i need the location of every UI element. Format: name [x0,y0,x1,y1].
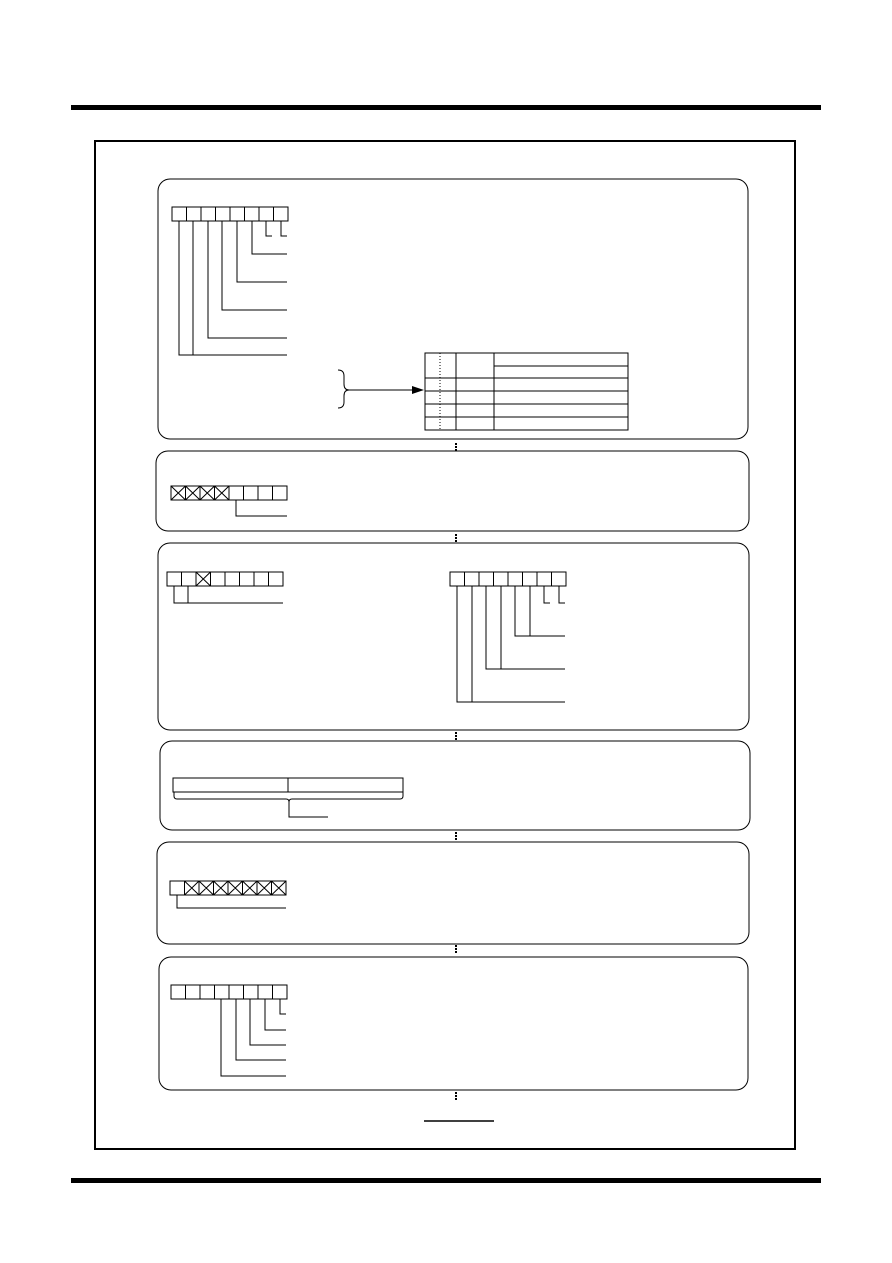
register-bit-1 [536,571,552,587]
continuation-dots-2 [455,534,457,542]
panel-1 [157,178,749,440]
leader-bit4 [221,221,287,311]
reserved-bits-cross-icon [170,485,230,501]
leader-bit1 [265,221,272,237]
register-bit-4 [215,206,231,222]
register-bit-0 [272,485,288,501]
leader-bit2 [249,999,286,1046]
panel-2 [155,450,750,532]
leader-right-bit0 [558,586,565,604]
register-bit-2 [243,485,259,501]
panel-3 [157,542,750,731]
register-bit-1 [253,571,269,587]
leader-bit1 [264,999,286,1031]
panel-3-frame [157,542,750,731]
register-bit-0 [268,571,284,587]
leader-bit3 [236,221,287,283]
footer-rule [71,1178,821,1183]
leader-bit7 [176,895,286,909]
register-bit-0 [272,984,288,1000]
panel-5-register [169,880,287,896]
panel-2-register [170,485,288,501]
arrow-head-icon [412,386,424,394]
register-bit-6 [181,571,197,587]
leader-right-bit5 [485,586,501,670]
reserved-bit-cross-icon [195,571,211,587]
register-bit-6 [186,206,202,222]
header-rule [71,105,821,110]
leader-left-bit7 [173,586,188,604]
register-bit-1 [258,206,274,222]
leader-bit3 [235,999,286,1061]
register-bit-3 [228,485,244,501]
register-bit-7 [166,571,182,587]
leader-bit2 [251,221,287,255]
register-bit-7 [171,206,187,222]
leader-wide-register [288,802,328,818]
panel-3-right-register [449,571,567,587]
register-bit-7 [170,984,186,1000]
register-bit-5 [200,206,216,222]
leader-left-bit6 [187,586,283,604]
panel-1-table [424,352,629,431]
continuation-dots-1 [455,443,457,451]
leader-bit0 [279,999,286,1015]
figure-frame [94,140,796,1150]
continuation-dots-5 [455,945,457,953]
leader-bit0 [280,221,287,237]
register-bit-2 [239,571,255,587]
panel-5-frame [156,841,750,945]
reserved-bits-cross-icon [184,880,287,896]
panel-5 [156,841,750,945]
register-bit-2 [244,206,260,222]
register-bit-1 [257,984,273,1000]
panel-6-register [170,984,288,1000]
register-bit-0 [273,206,289,222]
register-bit-5 [199,984,215,1000]
register-bit-3 [228,984,244,1000]
register-bit-0 [551,571,567,587]
register-bit-3 [229,206,245,222]
leader-bits-low [235,500,287,517]
register-bit-7 [169,880,185,896]
panel-6-frame [158,956,749,1091]
leader-bit4 [220,999,286,1077]
continuation-dots-6 [455,1092,457,1100]
register-bit-1 [257,485,273,501]
register-bit-3 [507,571,523,587]
register-bit-4 [210,571,226,587]
register-bit-3 [224,571,240,587]
register-bit-6 [185,984,201,1000]
leader-bit7 [178,221,193,356]
leader-bit5 [207,221,287,339]
register-bit-2 [522,571,538,587]
panel-4-frame [159,740,751,831]
register-bit-5 [478,571,494,587]
register-bit-7 [449,571,465,587]
register-bit-4 [493,571,509,587]
panel-6 [158,956,749,1091]
panel-4 [159,740,751,831]
panel-2-frame [155,450,750,532]
continuation-dots-4 [455,832,457,840]
leader-right-bit7 [456,586,472,703]
register-bit-6 [464,571,480,587]
panel-3-left-register [166,571,284,587]
register-bit-2 [243,984,259,1000]
leader-right-bit1 [543,586,550,604]
register-bit-4 [214,984,230,1000]
panel-1-register [171,206,289,222]
continuation-dots-3 [455,732,457,740]
leader-right-bit3 [514,586,530,637]
